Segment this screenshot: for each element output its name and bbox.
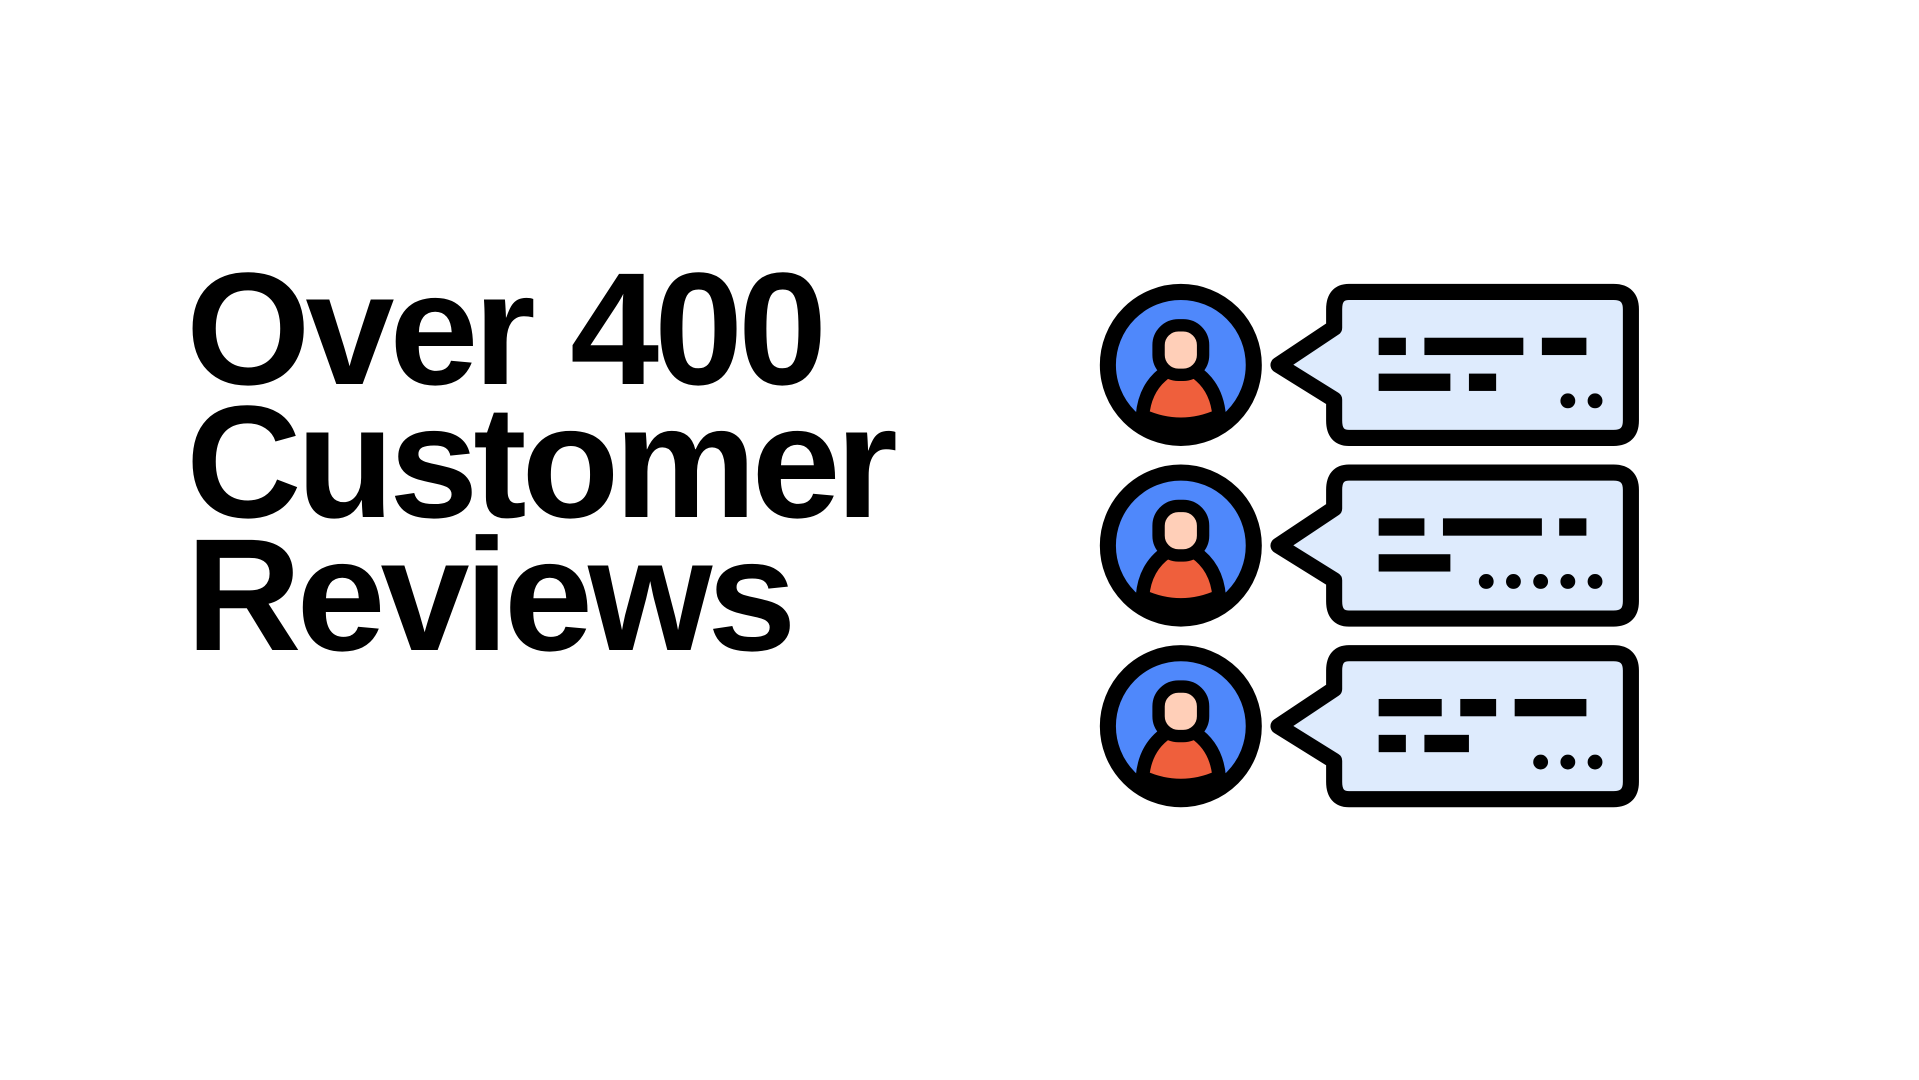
text-line-bar (1514, 698, 1587, 717)
text-line-bar (1424, 337, 1524, 356)
text-line-bar (1460, 698, 1497, 717)
person-body-icon (1135, 725, 1226, 793)
ellipsis-dot (1560, 393, 1576, 409)
text-line-bar (1468, 373, 1497, 391)
ellipsis-dot (1587, 754, 1603, 770)
person-body-icon (1135, 544, 1226, 612)
ellipsis-dot (1560, 574, 1576, 589)
text-line-bar (1378, 554, 1451, 572)
text-line-bar (1541, 337, 1587, 356)
text-line-bar (1559, 518, 1587, 536)
text-line-bar (1378, 698, 1442, 717)
ellipsis-dot (1478, 574, 1494, 589)
headline: Over 400 Customer Reviews (186, 239, 898, 684)
person-head-icon (1152, 319, 1210, 382)
text-line-bar (1442, 518, 1542, 536)
headline-line-2: Customer (186, 372, 898, 551)
person-head-icon (1152, 680, 1210, 743)
ellipsis-dot (1587, 393, 1603, 409)
review-row (1099, 464, 1639, 627)
ellipsis-dot (1587, 574, 1603, 589)
text-line-bar (1378, 734, 1406, 753)
text-line-bar (1378, 373, 1451, 391)
headline-line-1: Over 400 (186, 239, 827, 418)
review-row (1099, 283, 1639, 446)
speech-bubble (1270, 283, 1639, 446)
text-line-bar (1378, 337, 1406, 356)
ellipsis-dot (1533, 574, 1549, 589)
ellipsis-dot (1506, 574, 1521, 589)
headline-line-3: Reviews (186, 505, 796, 684)
person-head-icon (1152, 499, 1210, 562)
speech-bubble (1270, 464, 1639, 627)
ellipsis-dot (1560, 754, 1576, 770)
ellipsis-dot (1533, 754, 1549, 770)
text-line-bar (1378, 518, 1425, 536)
person-body-icon (1135, 364, 1226, 432)
text-line-bar (1424, 734, 1469, 753)
review-row (1099, 645, 1639, 808)
speech-bubble (1270, 645, 1639, 808)
